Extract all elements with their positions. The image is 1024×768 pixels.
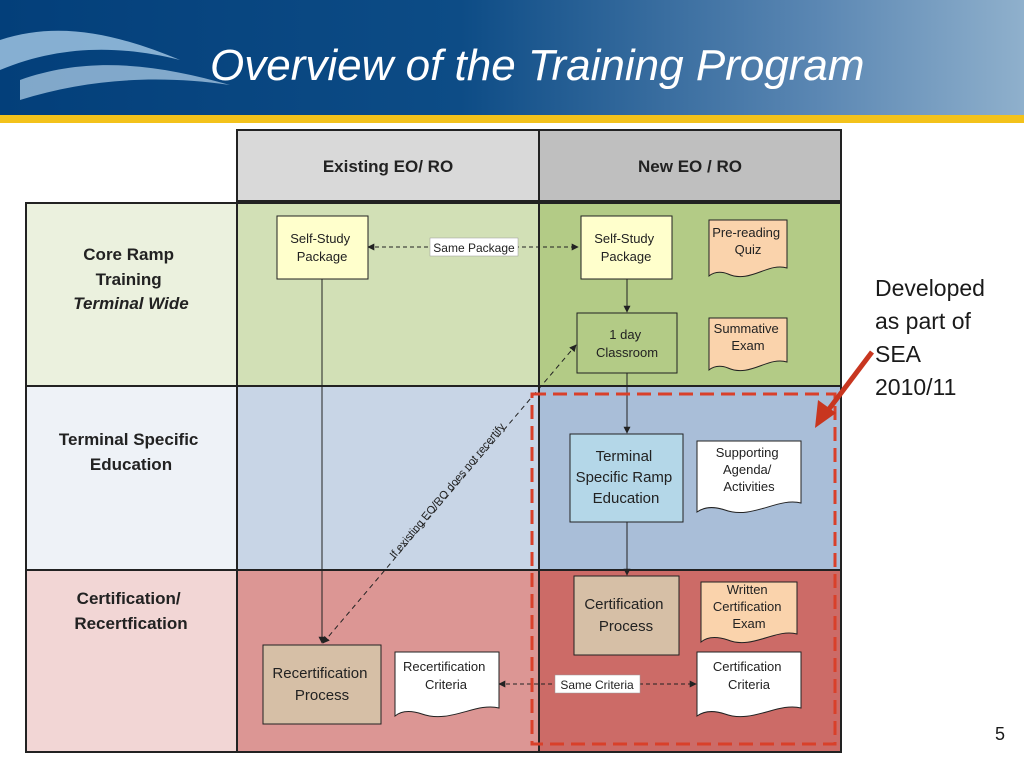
recert-criteria-text: Recertification Criteria	[403, 659, 489, 692]
supporting-text: Supporting Agenda/ Activities	[716, 445, 783, 494]
row-core-label-cell	[25, 202, 238, 387]
pre-reading-quiz-doc	[708, 219, 788, 278]
cert-criteria-doc	[696, 651, 802, 718]
cert-criteria-text: Certification Criteria	[713, 659, 785, 692]
row-label-core: Core Ramp Training Terminal Wide	[73, 245, 188, 313]
recert-process-box	[262, 644, 382, 725]
same-package-label: Same Package	[433, 241, 515, 255]
recert-criteria-doc	[394, 651, 500, 718]
written-exam-text: Written Certification Exam	[713, 582, 785, 631]
classroom-box	[576, 312, 678, 374]
row-cert-label-cell	[25, 569, 238, 753]
self-study-existing-text: Self-Study Package	[290, 231, 354, 264]
terminal-ramp-text: Terminal Specific Ramp Education	[576, 448, 677, 507]
callout-arrowhead-icon	[815, 400, 836, 428]
slide-number: 5	[995, 724, 1006, 744]
terminal-existing-cell	[236, 385, 540, 571]
same-criteria-label-bg	[554, 674, 641, 694]
row-label-cert: Certification/ Recertfication	[74, 589, 187, 633]
supporting-doc	[696, 440, 802, 514]
sea-highlight-box	[530, 392, 837, 746]
wave-logo-icon	[0, 30, 230, 100]
written-exam-doc	[700, 581, 798, 644]
summative-exam-text: Summative Exam	[714, 321, 783, 353]
title-banner	[0, 0, 1024, 115]
self-study-new-box	[580, 215, 673, 280]
row-label-terminal: Terminal Specific Education	[59, 430, 203, 474]
certification-process-box	[573, 575, 680, 656]
pre-reading-quiz-text: Pre-reading Quiz	[712, 225, 784, 257]
summative-exam-doc	[708, 317, 788, 372]
recert-process-text: Recertification Process	[272, 665, 371, 704]
column-header-new: New EO / RO	[638, 157, 742, 176]
row-terminal-label-cell	[25, 385, 238, 571]
terminal-ramp-box	[569, 433, 684, 523]
header-existing-cell	[236, 129, 540, 202]
self-study-existing-box	[276, 215, 369, 280]
slide-title: Overview of the Training Program	[210, 41, 865, 90]
self-study-new-text: Self-Study Package	[594, 231, 658, 264]
same-package-label-bg	[429, 237, 519, 257]
classroom-text: 1 day Classroom	[596, 327, 658, 360]
column-header-existing: Existing EO/ RO	[323, 157, 453, 176]
developed-note: Developed as part of SEA 2010/11	[875, 275, 985, 400]
gold-divider	[0, 115, 1024, 123]
header-new-cell	[538, 129, 842, 202]
same-criteria-label: Same Criteria	[560, 678, 634, 692]
certification-process-text: Certification Process	[584, 596, 667, 635]
callout-arrow	[824, 350, 874, 415]
